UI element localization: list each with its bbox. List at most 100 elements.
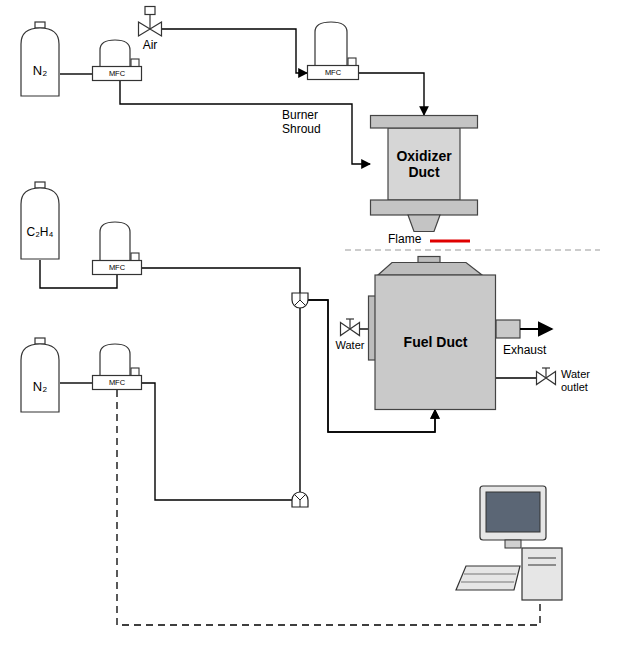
monitor — [480, 486, 546, 540]
gas-line — [359, 73, 424, 115]
node-outline — [536, 371, 556, 385]
mfc-dome — [100, 40, 130, 67]
node-outline — [138, 6, 162, 36]
mfc-connector — [348, 58, 356, 66]
mfc-connector — [131, 253, 139, 261]
water-valve: Water — [340, 322, 360, 336]
node-outline — [20, 338, 60, 413]
drive-slot — [528, 558, 556, 559]
mfc-dome — [315, 22, 347, 66]
node-outline — [340, 322, 360, 336]
mfc-connector — [131, 368, 139, 376]
connector-group — [40, 29, 536, 500]
mixer-body — [292, 492, 308, 507]
oxidizer-duct: Oxidizer Duct — [370, 115, 478, 232]
monitor-stand — [505, 540, 521, 548]
keyboard-keys — [464, 574, 516, 575]
water-outlet-valve: Water outlet — [536, 371, 556, 385]
drive-slot — [528, 565, 556, 566]
valve-body — [537, 372, 556, 385]
duct-flange — [371, 116, 478, 129]
keyboard — [456, 566, 520, 590]
mfc-base — [93, 67, 142, 81]
flame-line — [430, 240, 470, 243]
exhaust-label: Exhaust — [503, 344, 546, 358]
duct-body — [388, 128, 460, 200]
mfc-dome — [100, 344, 130, 376]
node-label: MFC — [307, 66, 359, 80]
node-label: MFC — [92, 376, 142, 390]
mass-flow-controller: MFC — [92, 38, 142, 81]
cylinder-body — [21, 28, 59, 96]
valve-stem — [149, 15, 150, 30]
gas-line — [162, 29, 307, 73]
mfc-dome — [100, 222, 130, 261]
exhaust-arrow — [520, 328, 552, 330]
gas-cylinder: C₂H₄ — [20, 182, 60, 260]
cylinder-valve — [35, 338, 45, 344]
node-label: C₂H₄ — [20, 212, 60, 255]
valve-stem — [349, 319, 350, 329]
valve-handle — [346, 318, 354, 319]
valve-handle — [542, 367, 550, 368]
cylinder-valve — [35, 182, 45, 188]
fuel-duct: Fuel Duct — [368, 256, 496, 410]
keyboard-keys — [461, 582, 514, 583]
gas-cylinder: N₂ — [20, 338, 60, 413]
air-valve: Air — [138, 6, 162, 36]
pc-tower — [522, 548, 562, 600]
gas-line — [120, 81, 370, 164]
valve-body — [341, 323, 360, 336]
duct-nozzle — [418, 257, 440, 263]
node-label: Water outlet — [561, 368, 601, 393]
cylinder-body — [21, 188, 59, 259]
mixing-junction — [292, 293, 308, 308]
mixer-body — [292, 293, 308, 308]
mass-flow-controller: MFC — [92, 342, 142, 390]
node-label: N₂ — [20, 51, 60, 92]
node-outline — [20, 22, 60, 97]
valve-stem — [545, 368, 546, 378]
node-label: Fuel Duct — [375, 275, 496, 410]
gas-line — [60, 73, 92, 74]
mixer-mark — [295, 293, 305, 305]
monitor-screen — [486, 492, 540, 532]
gas-line — [60, 382, 92, 383]
node-outline — [368, 256, 496, 410]
duct-flange — [371, 200, 478, 215]
node-outline — [20, 182, 60, 260]
computer-icon — [456, 486, 562, 600]
valve-actuator — [145, 7, 155, 15]
gas-line — [496, 377, 536, 378]
node-label: MFC — [92, 261, 142, 275]
node-label: Water — [336, 339, 365, 352]
node-label: Air — [143, 39, 158, 53]
edge-label: Burner Shroud — [282, 109, 340, 137]
exhaust-pipe — [496, 320, 520, 338]
gas-cylinder: N₂ — [20, 22, 60, 97]
cylinder-valve — [35, 22, 45, 28]
flame-label: Flame — [388, 233, 421, 247]
node-label: N₂ — [20, 367, 60, 408]
node-label: MFC — [92, 67, 142, 81]
mfc-base — [93, 376, 142, 390]
duct-body — [375, 275, 496, 410]
gas-line — [360, 328, 368, 329]
duct-lid — [378, 263, 482, 276]
cylinder-body — [21, 344, 59, 412]
node-label: Oxidizer Duct — [388, 128, 460, 200]
mass-flow-controller: MFC — [92, 220, 142, 275]
mass-flow-controller: MFC — [307, 20, 359, 80]
duct-nozzle — [408, 215, 440, 232]
mixing-junction — [292, 492, 308, 507]
flame-plane — [345, 249, 600, 250]
mfc-base — [308, 66, 359, 80]
mixer-mark — [295, 495, 305, 507]
valve-body — [139, 22, 162, 36]
mfc-connector — [131, 59, 139, 67]
mfc-base — [93, 261, 142, 275]
